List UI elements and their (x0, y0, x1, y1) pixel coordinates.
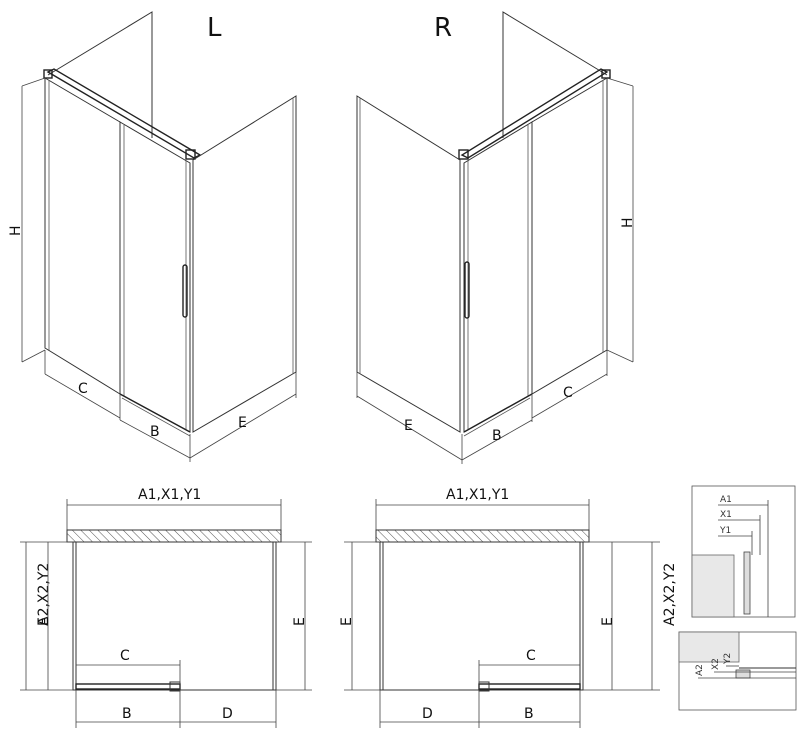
detail-top-x: X1 (720, 510, 732, 520)
detail-top-y: Y1 (719, 526, 731, 536)
dim-e-left: E (238, 415, 247, 431)
dim-b-right: B (492, 428, 502, 444)
bottom-track-right (463, 393, 533, 433)
plan-left-side-dim: A2,X2,Y2 (36, 563, 52, 626)
detail-bottom: A2 X2 Y2 (678, 631, 797, 711)
plan-left-e-left: E (36, 617, 52, 626)
plan-right-top-dim: A1,X1,Y1 (446, 487, 509, 503)
plan-view-left: A1,X1,Y1 A2,X2,Y2 E E C B D (20, 487, 312, 728)
plan-view-right: A1,X1,Y1 E E A2,X2,Y2 C D B (339, 487, 678, 728)
detail-bottom-profile (735, 669, 751, 679)
plan-left-fixed-side (72, 541, 77, 691)
view-title-left: L (207, 13, 222, 43)
plan-right-side-dim: A2,X2,Y2 (662, 563, 678, 626)
detail-top: A1 X1 Y1 (691, 485, 796, 618)
side-panel-e-left (192, 95, 297, 433)
plan-right-side-panel (379, 541, 384, 691)
plan-right-e-right: E (600, 617, 616, 626)
detail-bottom-x: X2 (711, 658, 721, 670)
back-wall-right (502, 11, 608, 138)
plan-left-d: D (222, 706, 233, 722)
plan-right-door (478, 683, 581, 690)
back-wall-left (47, 11, 153, 138)
dim-c-left: C (78, 381, 88, 397)
plan-left-e-right: E (292, 617, 308, 626)
detail-bottom-a: A2 (695, 664, 705, 676)
corner-cap-right-2 (458, 149, 469, 160)
top-rail-right (460, 68, 609, 159)
door-handle-left[interactable] (182, 264, 188, 318)
plan-left-top-dim: A1,X1,Y1 (138, 487, 201, 503)
wall-hatch-right (375, 529, 590, 543)
plan-left-b: B (122, 706, 132, 722)
dim-h-right: H (620, 217, 636, 228)
dim-b-left: B (150, 424, 160, 440)
corner-cap-right-1 (601, 69, 611, 79)
side-panel-e-right (356, 95, 461, 433)
dim-e-right: E (404, 418, 413, 434)
plan-left-door (75, 683, 181, 690)
dim-h-left: H (8, 225, 24, 236)
plan-right-b: B (524, 706, 534, 722)
view-title-right: R (434, 13, 452, 43)
bottom-track-left (119, 393, 191, 433)
detail-top-a: A1 (720, 495, 732, 505)
plan-right-d: D (422, 706, 433, 722)
plan-right-c: C (526, 648, 536, 664)
sliding-door-b-left (119, 121, 191, 433)
detail-bottom-y: Y2 (723, 653, 733, 665)
detail-top-profile (743, 551, 751, 615)
plan-right-fixed-side (579, 541, 584, 691)
door-handle-right[interactable] (464, 261, 470, 319)
corner-cap-left-2 (185, 149, 196, 160)
iso-view-left: H C B E L (8, 11, 297, 462)
dim-c-right: C (563, 385, 573, 401)
wall-hatch-left (66, 529, 282, 543)
detail-top-frame (691, 485, 796, 618)
plan-left-side-panel (272, 541, 277, 691)
plan-right-e-left: E (339, 617, 355, 626)
fixed-panel-c-right (531, 77, 608, 395)
plan-left-c: C (120, 648, 130, 664)
fixed-panel-c-left (44, 77, 121, 395)
corner-cap-left-1 (43, 69, 53, 79)
sliding-door-b-right (463, 121, 533, 433)
iso-view-right: H E B C R (356, 11, 636, 464)
